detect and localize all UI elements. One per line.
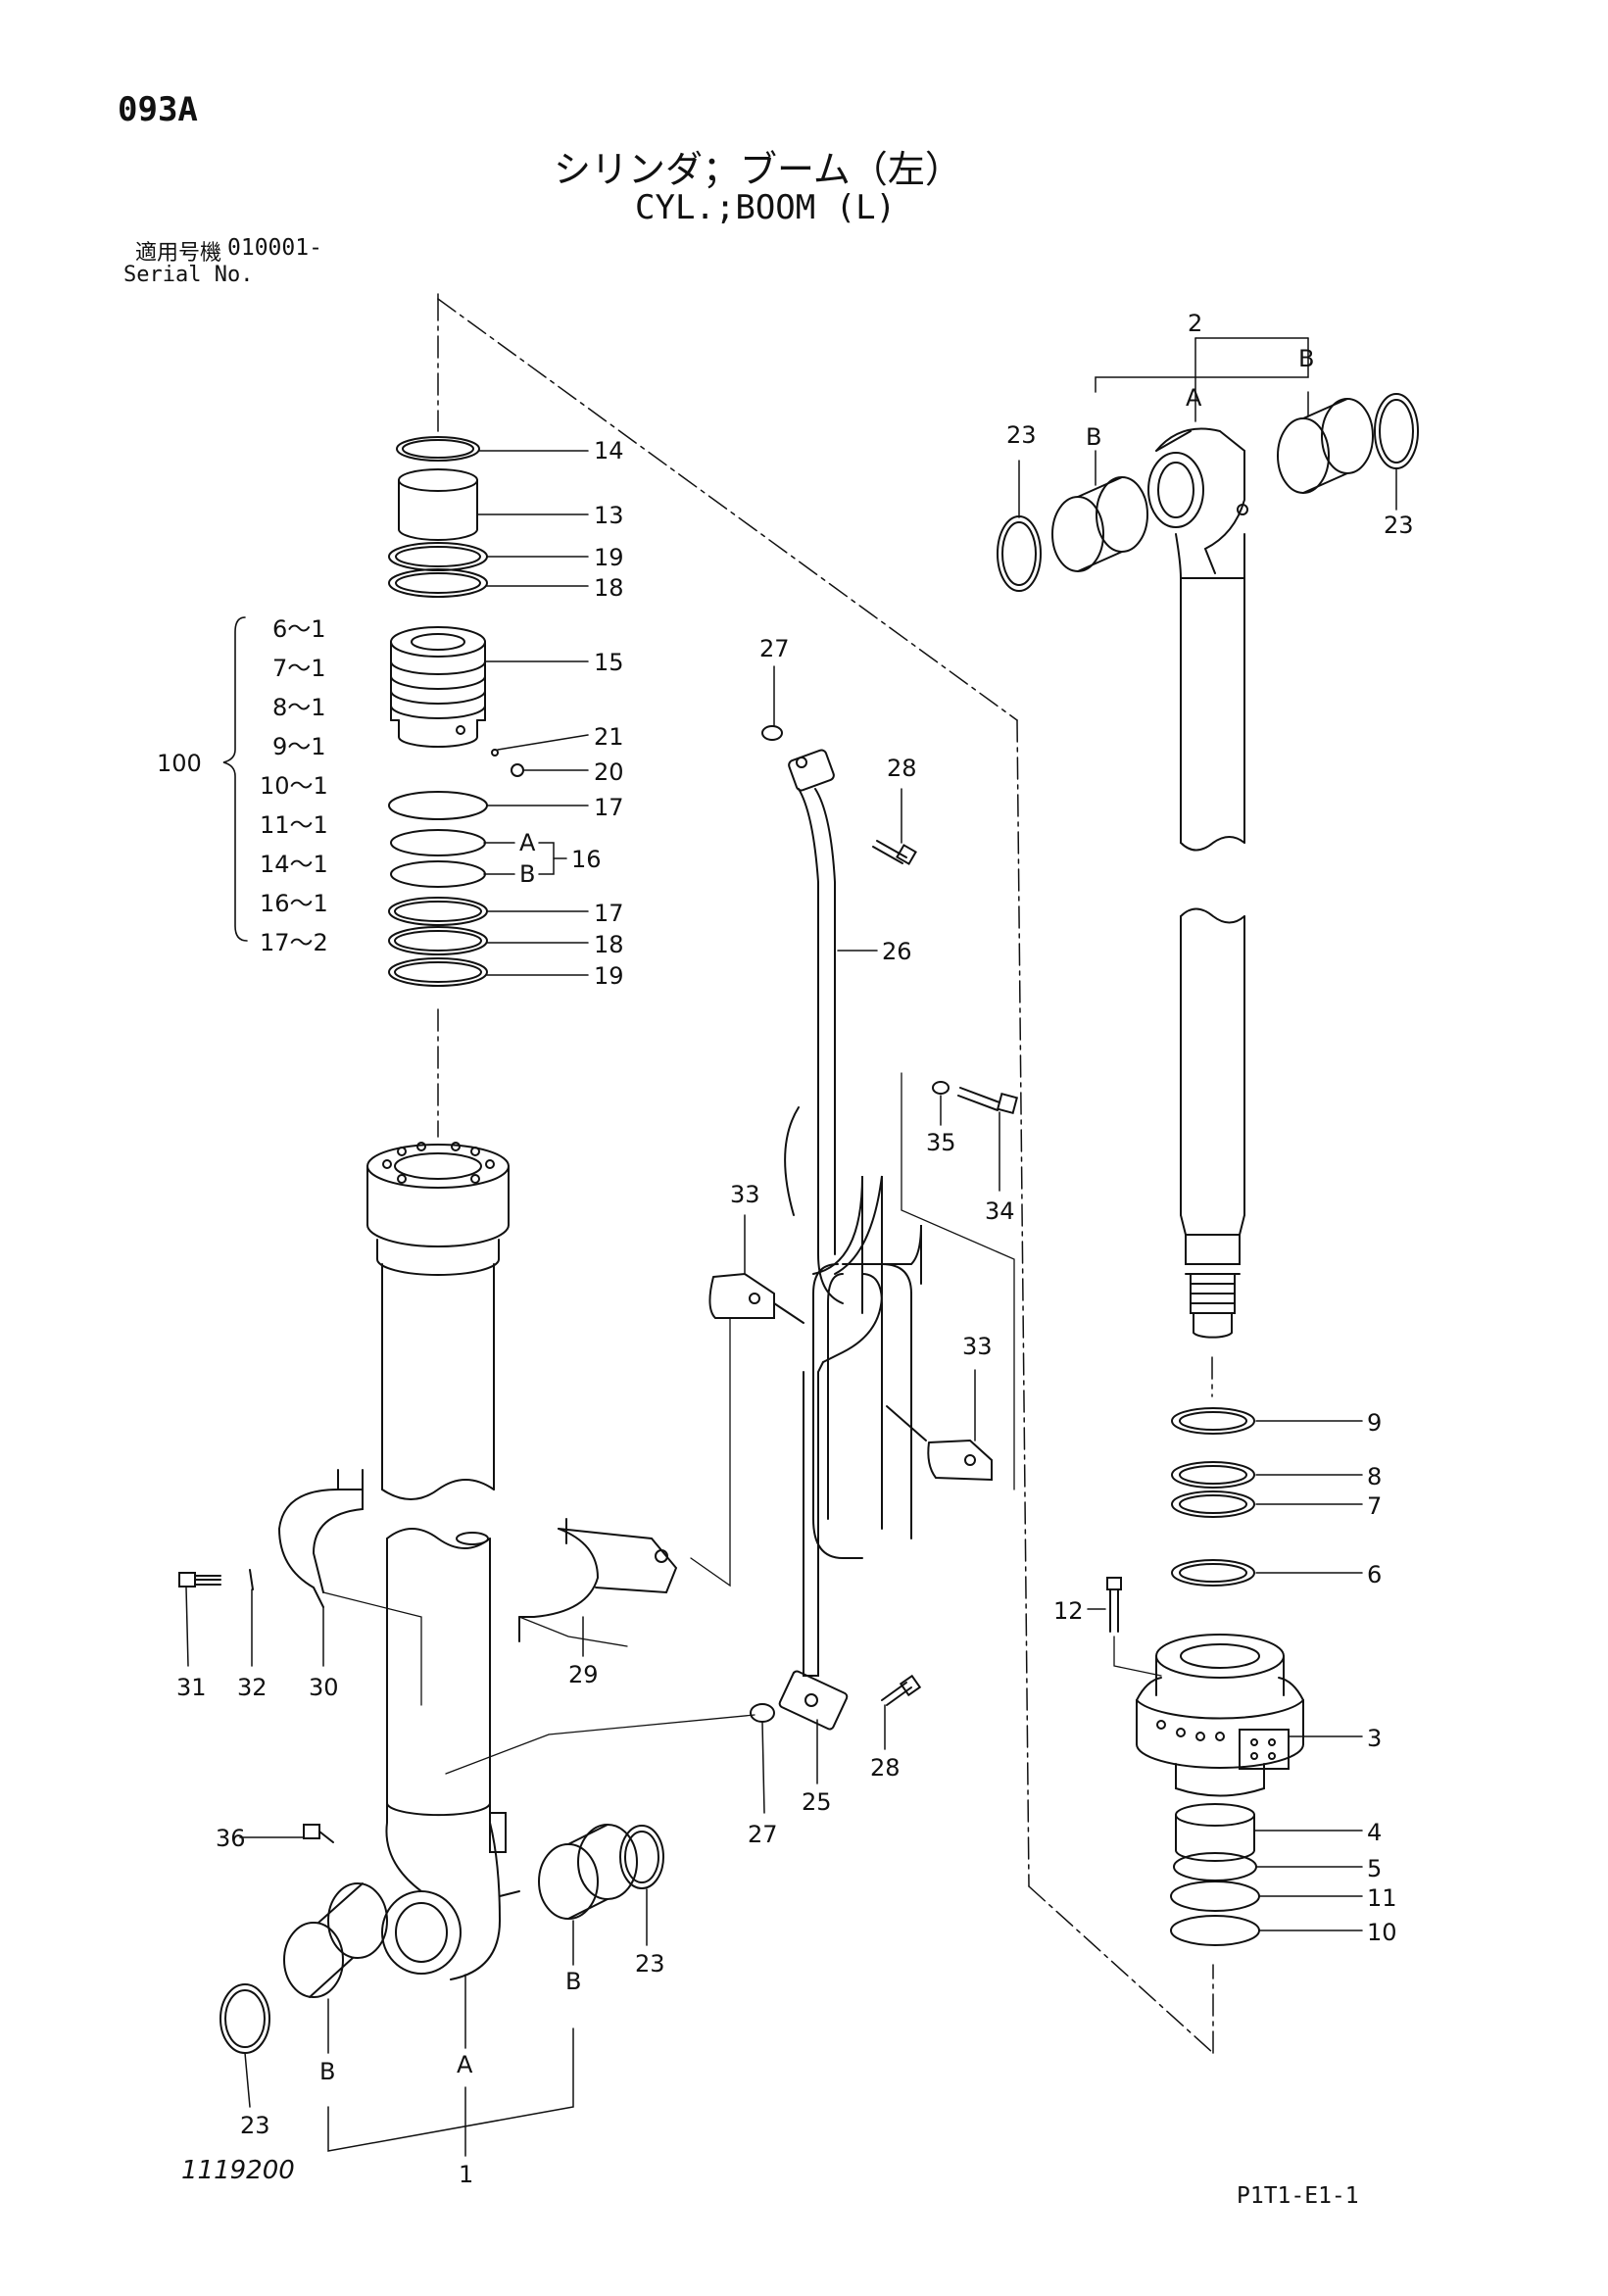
pipe-loops (812, 1263, 912, 1559)
kit-item-7: 14～1 (260, 851, 328, 878)
clamp-29 (518, 1518, 678, 1642)
callout-4: 4 (1367, 1819, 1383, 1846)
callout-b-top-left: B (1086, 423, 1102, 451)
callout-b-lower-right: B (565, 1968, 582, 1995)
callout-10: 10 (1367, 1919, 1397, 1946)
leader-brackets (322, 1072, 1015, 1775)
callout-36: 36 (216, 1825, 246, 1852)
serial-label-jp: 適用号機 (135, 241, 222, 266)
callout-leaders (185, 337, 1397, 2157)
callout-2: 2 (1188, 310, 1203, 337)
callout-19a: 19 (594, 544, 624, 571)
callout-28-bottom: 28 (870, 1754, 901, 1782)
callout-16: 16 (571, 846, 602, 873)
piston-3 (1136, 1634, 1304, 1797)
callout-9: 9 (1367, 1409, 1383, 1437)
callout-14: 14 (594, 437, 624, 464)
callout-23-top-left: 23 (1006, 421, 1037, 449)
ring-23-lowright (619, 1825, 664, 1889)
pipe-26 (778, 749, 922, 1731)
callout-28-top: 28 (887, 755, 917, 782)
page-title-jp: シリンダ；ブーム（左） (554, 148, 962, 191)
callout-35: 35 (926, 1129, 956, 1156)
kit-item-9: 17～2 (260, 929, 328, 956)
ring-23-left (219, 1983, 270, 2054)
clamp-30 (278, 1469, 364, 1608)
callout-11: 11 (1367, 1884, 1397, 1912)
callout-26: 26 (882, 938, 912, 965)
kit-item-3: 8～1 (272, 694, 326, 721)
callout-33-lower: 33 (962, 1333, 993, 1360)
kit-item-8: 16～1 (260, 890, 328, 917)
callout-21: 21 (594, 723, 624, 751)
callout-30: 30 (309, 1674, 339, 1701)
kit-item-1: 6～1 (272, 615, 326, 643)
bushing-b-top-right (1277, 398, 1374, 494)
callout-19b: 19 (594, 962, 624, 990)
kit-item-4: 9～1 (272, 733, 326, 760)
callout-18a: 18 (594, 574, 624, 602)
kit-item-5: 10～1 (260, 772, 328, 800)
clamp-33-lower (886, 1405, 993, 1482)
ring-14 (396, 436, 480, 462)
serial-label-en: Serial No. (123, 263, 254, 287)
bolt-31 (178, 1572, 196, 1588)
callout-13: 13 (594, 502, 624, 529)
kit-item-6: 11～1 (260, 811, 328, 839)
bushing-b-top (1051, 476, 1148, 572)
piston-rod (1180, 577, 1245, 1339)
assembly-centerlines (437, 293, 1214, 2054)
kit-item-2: 7～1 (272, 655, 326, 682)
callout-17a: 17 (594, 794, 624, 821)
callout-1: 1 (459, 2161, 474, 2188)
callout-b-lower-left: B (319, 2058, 336, 2085)
bushing-b-right (538, 1824, 638, 1920)
page-reference: P1T1-E1-1 (1237, 2183, 1359, 2209)
callout-32: 32 (237, 1674, 268, 1701)
callout-23-lowleft: 23 (240, 2112, 270, 2139)
ring-23-top-right (1374, 393, 1419, 469)
bushing-b-left (283, 1882, 388, 1998)
ring-23-top-left (997, 515, 1042, 592)
callout-27-bottom: 27 (748, 1821, 778, 1848)
rod-head-2 (1147, 427, 1248, 579)
bushing-13 (398, 468, 478, 541)
callout-a-lower: A (457, 2051, 473, 2078)
callout-23-lowright: 23 (635, 1950, 665, 1978)
cylinder-tube-1 (366, 1142, 520, 1980)
callout-a-top: A (1186, 384, 1202, 412)
callout-7: 7 (1367, 1492, 1383, 1520)
callout-17b: 17 (594, 900, 624, 927)
serial-value: 010001- (227, 235, 322, 261)
callout-8: 8 (1367, 1463, 1383, 1490)
clamp-33-upper (708, 1272, 804, 1324)
callout-5: 5 (1367, 1855, 1383, 1882)
callout-23-top-right: 23 (1384, 512, 1414, 539)
drawing-number: 1119200 (181, 2156, 295, 2185)
gland-15 (390, 626, 486, 748)
callout-29: 29 (568, 1661, 599, 1688)
callout-18b: 18 (594, 931, 624, 958)
callout-6: 6 (1367, 1561, 1383, 1588)
kit-brace (222, 616, 248, 942)
callout-31: 31 (176, 1674, 207, 1701)
page-title-en: CYL.;BOOM (L) (635, 188, 897, 227)
kit-id: 100 (157, 750, 202, 777)
callout-33-upper: 33 (730, 1181, 760, 1208)
callout-b-top-right: B (1298, 345, 1315, 372)
ring-18-upper (388, 568, 488, 598)
callout-20: 20 (594, 758, 624, 786)
page-code: 093A (118, 90, 198, 129)
callout-16b: B (519, 860, 536, 888)
callout-27-top: 27 (759, 635, 790, 662)
callout-16a: A (519, 829, 536, 856)
callout-12: 12 (1053, 1597, 1084, 1625)
callout-34: 34 (985, 1197, 1015, 1225)
callout-15: 15 (594, 649, 624, 676)
callout-3: 3 (1367, 1725, 1383, 1752)
callout-25: 25 (802, 1788, 832, 1816)
